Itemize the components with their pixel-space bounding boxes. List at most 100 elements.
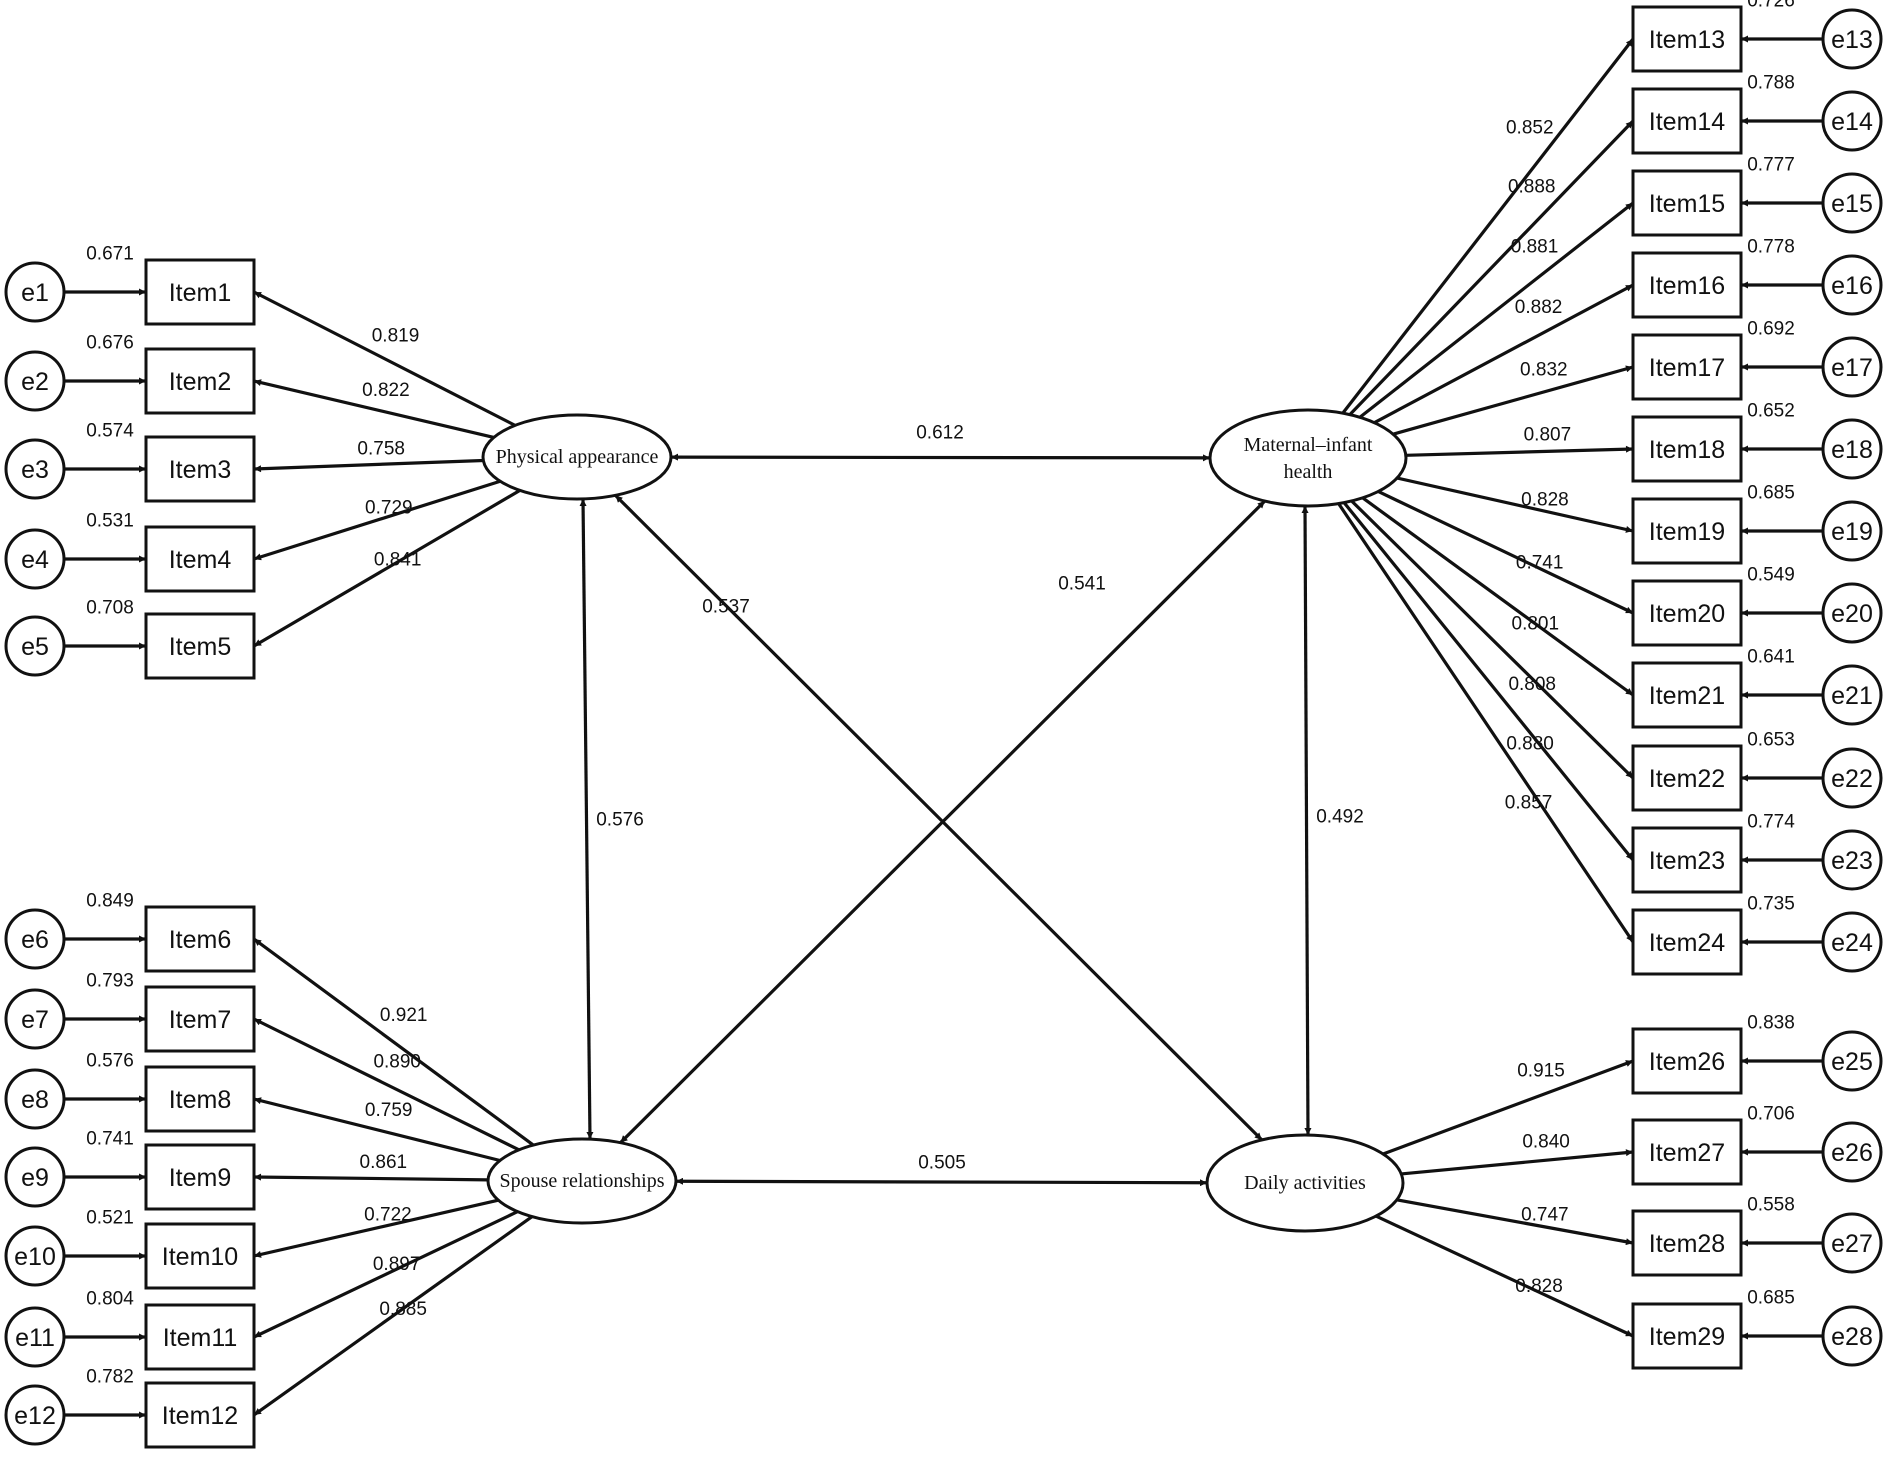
error-circle-e4	[4, 528, 66, 590]
error-circle-e13	[1821, 8, 1883, 70]
item-box-item6	[144, 905, 256, 973]
item-label-item9: Item9	[169, 1164, 232, 1192]
item-label-item28: Item28	[1649, 1230, 1725, 1258]
error-label-e12: e12	[14, 1402, 56, 1430]
loading-arrow-item11	[253, 1210, 519, 1339]
error-value-e19: 0.685	[1747, 483, 1795, 504]
error-value-e20: 0.549	[1747, 565, 1795, 586]
error-value-e18: 0.652	[1747, 401, 1795, 422]
loading-arrow-item21	[1361, 496, 1634, 697]
loading-arrow-item3	[253, 458, 484, 473]
loading-arrow-item17	[1392, 365, 1634, 436]
error-label-e20: e20	[1831, 600, 1873, 628]
error-value-e13: 0.726	[1747, 0, 1795, 12]
error-circle-e1	[4, 261, 66, 323]
loading-arrow-item8	[253, 1097, 501, 1163]
item-box-item4	[144, 525, 256, 593]
loading-value-item16: 0.882	[1515, 297, 1563, 318]
error-circle-e18	[1821, 418, 1883, 480]
latent-label-maternal-line2: health	[1284, 461, 1333, 483]
error-circle-e12	[4, 1384, 66, 1446]
item-label-item16: Item16	[1649, 272, 1725, 300]
item-box-item24	[1631, 908, 1743, 976]
error-label-e27: e27	[1831, 1230, 1873, 1258]
error-label-e25: e25	[1831, 1048, 1873, 1076]
item-box-item21	[1631, 661, 1743, 729]
error-circle-e5	[4, 615, 66, 677]
item-box-item17	[1631, 333, 1743, 401]
loading-value-item22: 0.808	[1508, 674, 1556, 695]
error-label-e9: e9	[21, 1164, 49, 1192]
loading-arrow-item13	[1341, 38, 1635, 415]
error-value-e21: 0.641	[1747, 647, 1795, 668]
latent-label-maternal-line1: Maternal–infant	[1244, 434, 1373, 456]
error-value-e28: 0.685	[1747, 1288, 1795, 1309]
error-value-e9: 0.741	[86, 1129, 134, 1150]
error-circle-e7	[4, 988, 66, 1050]
error-value-e24: 0.735	[1747, 894, 1795, 915]
loading-arrow-item2	[253, 379, 495, 439]
error-value-e4: 0.531	[86, 511, 134, 532]
loading-value-item21: 0.801	[1512, 613, 1560, 634]
loading-arrow-item9	[253, 1173, 489, 1182]
loading-value-item17: 0.832	[1520, 359, 1568, 380]
error-label-e18: e18	[1831, 436, 1873, 464]
error-value-e22: 0.653	[1747, 730, 1795, 751]
latent-label-physical: Physical appearance	[496, 446, 659, 468]
item-box-item1	[144, 258, 256, 326]
error-value-e26: 0.706	[1747, 1104, 1795, 1125]
error-label-e2: e2	[21, 368, 49, 396]
error-label-e10: e10	[14, 1243, 56, 1271]
error-label-e8: e8	[21, 1086, 49, 1114]
item-box-item19	[1631, 497, 1743, 565]
loading-value-item5: 0.841	[374, 549, 422, 570]
nodes-layer: Item1e1Item2e2Item3e3Item4e4Item5e5Item6…	[4, 5, 1883, 1449]
error-label-e14: e14	[1831, 108, 1873, 136]
error-label-e22: e22	[1831, 765, 1873, 793]
correlation-value-spouse-daily: 0.505	[918, 1153, 966, 1174]
loading-arrow-item23	[1342, 501, 1635, 862]
error-value-e11: 0.804	[86, 1289, 134, 1310]
error-label-e26: e26	[1831, 1139, 1873, 1167]
item-box-item20	[1631, 579, 1743, 647]
item-box-item23	[1631, 826, 1743, 894]
item-label-item19: Item19	[1649, 518, 1725, 546]
item-label-item26: Item26	[1649, 1048, 1725, 1076]
item-label-item18: Item18	[1649, 436, 1725, 464]
error-value-e7: 0.793	[86, 971, 134, 992]
item-box-item5	[144, 612, 256, 680]
error-value-e17: 0.692	[1747, 319, 1795, 340]
correlation-value-physical-spouse: 0.576	[596, 810, 644, 831]
loading-value-item27: 0.840	[1522, 1132, 1570, 1153]
loading-arrow-item20	[1377, 490, 1634, 615]
correlation-arrow-maternal-spouse	[619, 499, 1266, 1144]
loading-arrow-item5	[253, 488, 521, 648]
loading-arrow-item19	[1396, 476, 1634, 533]
loading-value-item9: 0.861	[360, 1152, 408, 1173]
error-label-e28: e28	[1831, 1323, 1873, 1351]
item-box-item10	[144, 1222, 256, 1290]
item-label-item11: Item11	[163, 1324, 238, 1352]
item-label-item1: Item1	[169, 279, 232, 307]
item-label-item14: Item14	[1649, 108, 1726, 136]
loading-value-item13: 0.852	[1506, 117, 1554, 138]
item-label-item24: Item24	[1649, 929, 1726, 957]
item-label-item13: Item13	[1649, 26, 1725, 54]
error-label-e23: e23	[1831, 847, 1873, 875]
error-value-e25: 0.838	[1747, 1013, 1795, 1034]
error-circle-e8	[4, 1068, 66, 1130]
error-circle-e28	[1821, 1305, 1883, 1367]
error-label-e15: e15	[1831, 190, 1873, 218]
correlation-value-maternal-daily: 0.492	[1316, 807, 1364, 828]
loading-value-item18: 0.807	[1524, 424, 1572, 445]
error-label-e17: e17	[1831, 354, 1873, 382]
edges-layer	[64, 35, 1823, 1419]
loading-value-item24: 0.857	[1505, 793, 1553, 814]
error-label-e4: e4	[21, 546, 49, 574]
error-label-e13: e13	[1831, 26, 1873, 54]
error-circle-e15	[1821, 172, 1883, 234]
item-label-item5: Item5	[169, 633, 232, 661]
error-circle-e11	[4, 1306, 66, 1368]
loading-value-item23: 0.880	[1506, 733, 1554, 754]
item-label-item17: Item17	[1649, 354, 1725, 382]
